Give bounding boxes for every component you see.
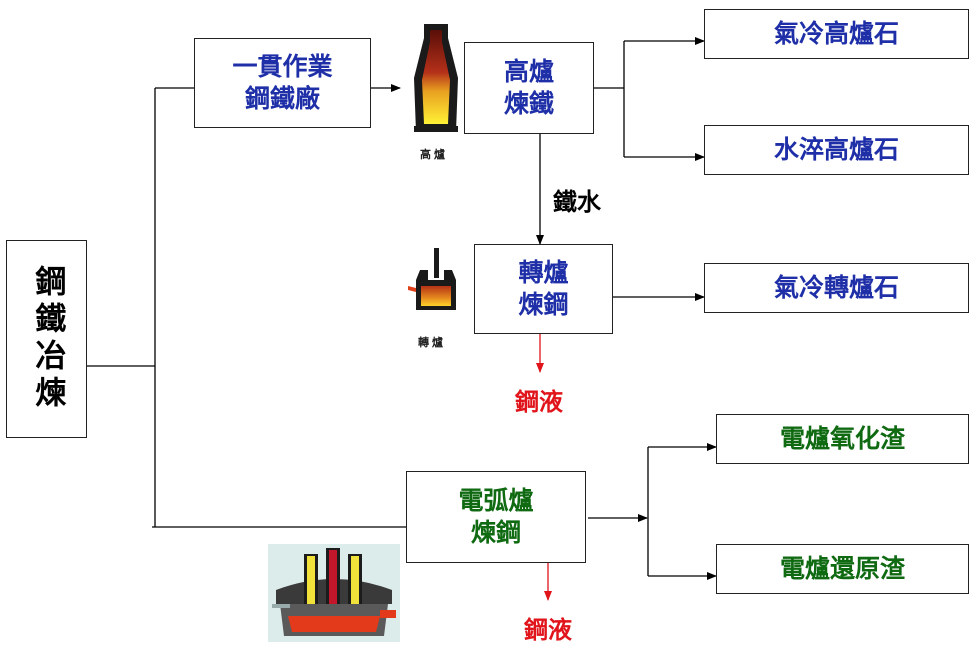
air-cooled-bf-slag-label: 氣冷高爐石	[773, 19, 899, 48]
integrated-mill-line1: 一貫作業	[232, 52, 333, 81]
water-quenched-bf-slag-box: 水淬高爐石	[704, 125, 969, 175]
air-cooled-converter-slag-box: 氣冷轉爐石	[704, 263, 969, 313]
converter-icon	[408, 248, 456, 310]
converter-caption: 轉爐	[418, 336, 446, 349]
water-quenched-bf-slag-label: 水淬高爐石	[773, 135, 899, 164]
converter-steel-liquid-label: 鋼液	[515, 387, 563, 416]
molten-iron-label: 鐵水	[553, 187, 601, 216]
root-label: 鋼鐵冶煉	[29, 265, 66, 413]
air-cooled-bf-slag-box: 氣冷高爐石	[704, 9, 969, 59]
blast-furnace-icon	[414, 24, 458, 132]
eaf-box: 電弧爐 煉鋼	[406, 471, 586, 563]
eaf-line2: 煉鋼	[470, 518, 521, 547]
integrated-mill-box: 一貫作業 鋼鐵廠	[194, 38, 371, 128]
eaf-steel-liquid-label: 鋼液	[524, 615, 572, 644]
converter-line2: 煉鋼	[518, 290, 569, 319]
blast-furnace-box: 高爐 煉鐵	[464, 42, 594, 134]
root-steel-smelting-box: 鋼鐵冶煉	[6, 240, 87, 438]
air-cooled-converter-slag-label: 氣冷轉爐石	[773, 273, 899, 302]
eaf-oxidizing-slag-label: 電爐氧化渣	[779, 424, 905, 453]
blast-furnace-line2: 煉鐵	[503, 89, 554, 118]
blast-furnace-line1: 高爐	[503, 57, 554, 86]
electric-arc-furnace-icon	[268, 544, 400, 642]
eaf-reducing-slag-box: 電爐還原渣	[716, 544, 969, 594]
integrated-mill-line2: 鋼鐵廠	[244, 84, 320, 113]
blast-furnace-caption: 高爐	[420, 148, 448, 161]
eaf-oxidizing-slag-box: 電爐氧化渣	[716, 414, 969, 464]
converter-line1: 轉爐	[518, 258, 569, 287]
eaf-reducing-slag-label: 電爐還原渣	[779, 554, 905, 583]
eaf-line1: 電弧爐	[458, 486, 534, 515]
converter-box: 轉爐 煉鋼	[474, 244, 613, 334]
